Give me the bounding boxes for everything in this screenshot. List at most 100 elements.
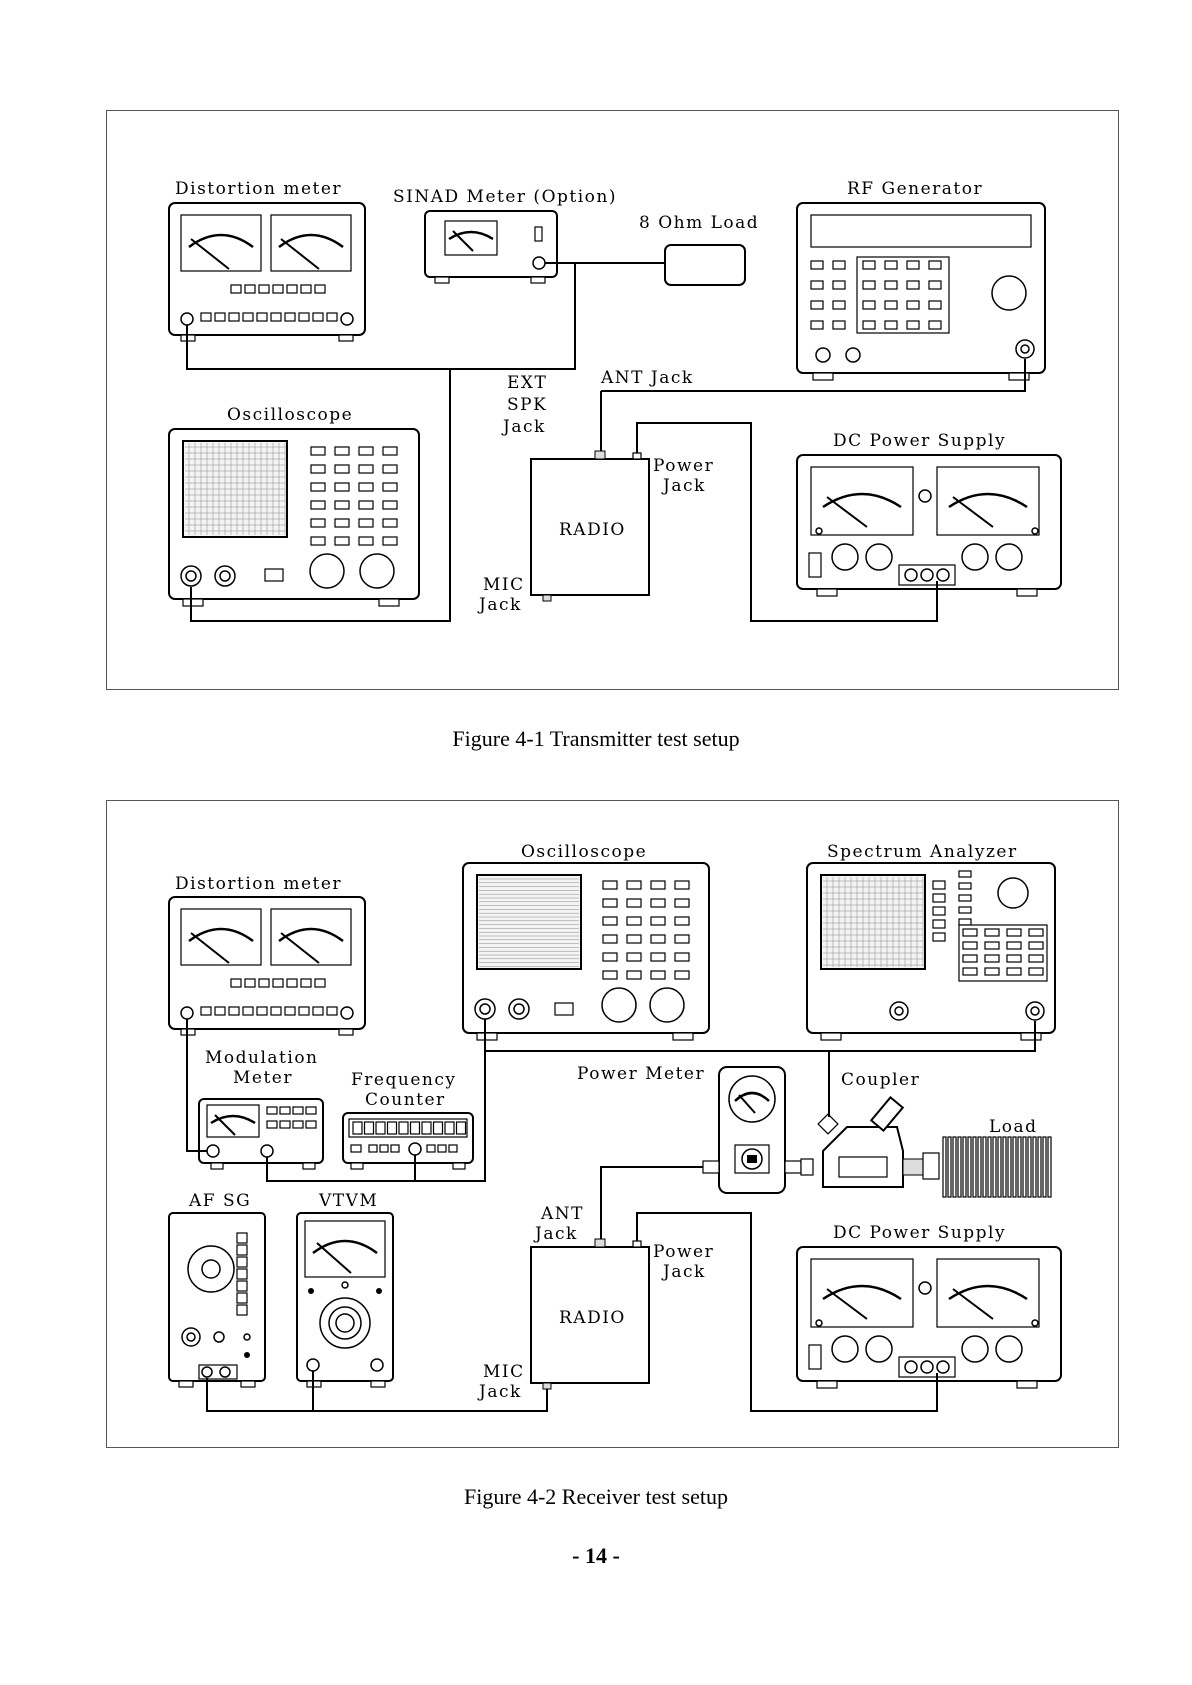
loadfins-part [1032,1136,1037,1198]
dm2keys-part [200,1006,212,1016]
label-oscilloscope: Oscilloscope [227,405,353,425]
osc1keys-part [358,464,374,474]
rfkeys-part [862,300,876,310]
af-sg: AF SG [168,1191,266,1388]
dm2keys-part [326,1006,338,1016]
label-distortion-meter-2: Distortion meter [175,874,342,894]
osc1keys-part [310,500,326,510]
sakeys-part [1006,928,1022,937]
dm1keys-part [272,284,284,294]
afkeys-part [236,1256,248,1268]
radio-2: ANT Jack Power Jack RADIO MIC Jack [477,1204,714,1402]
afkeys-part [236,1280,248,1292]
label-af-sg: AF SG [188,1191,251,1211]
rfkeys-part [884,320,898,330]
osc2keys-part [602,934,618,944]
afkeys-part [236,1304,248,1316]
loadfins-part [952,1136,957,1198]
rf-generator: RF Generator [796,179,1046,381]
loadfins-part [1017,1136,1022,1198]
saside-part [932,932,946,942]
label-mic-2: MIC [483,1362,525,1382]
dm1keys-part [314,284,326,294]
loadfins-part [972,1136,977,1198]
saside-part [958,894,972,902]
dm1keys-part [258,284,270,294]
dm2keys-part [314,978,326,988]
mmkeys-part [279,1120,291,1129]
label-ext-jack: Jack [501,417,546,437]
osc1keys-part [334,500,350,510]
fcdigits-part [398,1121,409,1135]
figure2-caption: Figure 4-2 Receiver test setup [464,1484,728,1509]
spectrum-analyzer: Spectrum Analyzer [806,842,1056,1041]
dm1keys-part [326,312,338,322]
dm1keys-part [230,284,242,294]
modulation-meter: Modulation Meter [198,1048,324,1170]
rfkeys-part [810,260,824,270]
receiver-diagram-svg: Distortion meter Oscilloscope Spectrum A… [168,842,1062,1412]
rfkeys-part [832,260,846,270]
osc2keys-part [674,934,690,944]
osc2keys-part [626,898,642,908]
loadfins-part [982,1136,987,1198]
saside-part [932,880,946,890]
dm1keys-part [286,284,298,294]
label-sinad-meter: SINAD Meter (Option) [393,187,617,207]
frequency-counter: Frequency Counter [342,1070,474,1170]
label-power-2: Power [653,1242,714,1262]
saside-part [932,919,946,929]
rfkeys-part [928,320,942,330]
label-rf-generator: RF Generator [847,179,983,199]
dm1keys-part [300,284,312,294]
rfkeys-part [884,260,898,270]
osc2keys-part [674,898,690,908]
loadfins-part [987,1136,992,1198]
osc2keys-part [602,916,618,926]
mmkeys-part [266,1120,278,1129]
osc1keys-part [310,518,326,528]
sakeys-part [1006,941,1022,950]
dm1keys-part [256,312,268,322]
dm1keys-part [200,312,212,322]
osc1keys-part [358,500,374,510]
rfkeys-part [884,280,898,290]
osc1keys-part [358,536,374,546]
fckeys-part [350,1144,362,1153]
label-ant-jack-2: Jack [533,1224,578,1244]
dc-power-supply-2: DC Power Supply [796,1223,1062,1389]
osc1keys-part [382,464,398,474]
dm2keys-part [284,1006,296,1016]
label-oscilloscope-2: Oscilloscope [521,842,647,862]
dm2keys-part [312,1006,324,1016]
loadfins-part [1012,1136,1017,1198]
osc1keys-part [358,518,374,528]
osc2keys-part [650,952,666,962]
sakeys-part [1028,941,1044,950]
dm1keys-part [298,312,310,322]
afkeys-part [236,1292,248,1304]
loadfins-part [1022,1136,1027,1198]
dm2keys-part [270,1006,282,1016]
sakeys-part [962,928,978,937]
rfkeys-part [906,280,920,290]
mmkeys-part [305,1120,317,1129]
osc2keys-part [650,916,666,926]
label-mic: MIC [483,575,525,595]
fcdigits-part [432,1121,444,1135]
dc-power-supply-1: DC Power Supply [796,431,1062,597]
sakeys-part [1028,967,1044,976]
osc2keys-part [674,952,690,962]
loadfins-part [997,1136,1002,1198]
label-8-ohm-load: 8 Ohm Load [639,213,759,233]
saside-part [932,893,946,903]
rfkeys-part [928,280,942,290]
distortion-meter-1: Distortion meter [168,179,366,342]
osc2keys-part [602,970,618,980]
dm1keys-part [242,312,254,322]
sakeys-part [1028,928,1044,937]
oscilloscope-2: Oscilloscope [462,842,710,1041]
osc1keys-part [310,482,326,492]
sakeys-part [984,967,1000,976]
label-modulation: Modulation [205,1048,319,1068]
